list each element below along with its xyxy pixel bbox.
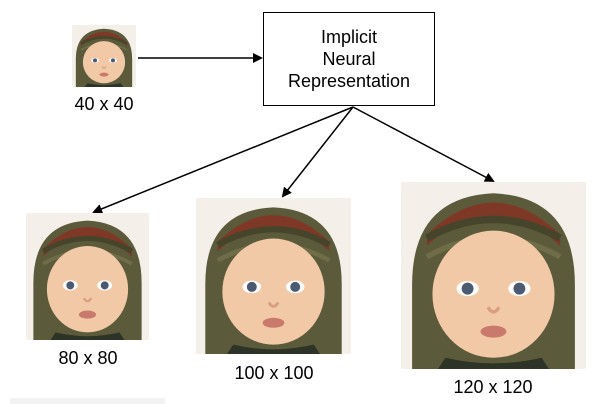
caption-100x100: 100 x 100 [234,363,314,383]
caption-80x80: 80 x 80 [58,348,118,368]
bottom-strip [10,398,165,404]
baby-photo-40 [72,25,136,87]
inr-line-1: Implicit [320,27,377,47]
inr-line-2: Neural [322,49,376,69]
arrow-inr-to-100 [281,106,354,198]
inr-line-3: Representation [287,71,411,91]
baby-photo-100 [196,198,351,354]
baby-photo-80 [26,213,149,340]
arrow-inr-to-120 [352,106,495,182]
caption-120x120: 120 x 120 [453,377,533,397]
baby-photo-120 [401,182,586,369]
baby-photo-icon [72,25,136,87]
baby-photo-icon [26,213,149,340]
caption-40x40: 40 x 40 [74,94,134,114]
baby-photo-icon [196,198,351,354]
implicit-neural-representation-box: Implicit Neural Representation [263,12,435,106]
arrow-inr-to-80 [92,106,354,214]
baby-photo-icon [401,182,586,369]
